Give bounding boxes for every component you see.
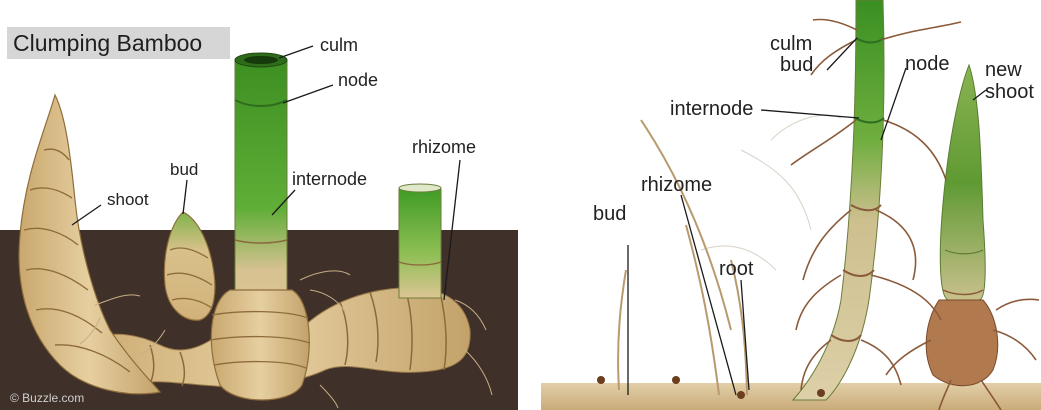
bamboo-anatomy-illustration: culm bud node new shoot internode rhizom… xyxy=(541,0,1041,410)
clumping-bamboo-illustration: Clumping Bamboo xyxy=(0,0,518,410)
label-root: root xyxy=(719,258,754,280)
label-culm: culm xyxy=(320,35,358,55)
label-rhizome: rhizome xyxy=(641,174,712,196)
watermark: © Buzzle.com xyxy=(10,391,84,405)
label-rhizome: rhizome xyxy=(412,137,476,157)
label-shoot: shoot xyxy=(985,81,1034,103)
label-node: node xyxy=(338,70,378,90)
title-box: Clumping Bamboo xyxy=(7,27,230,59)
label-internode: internode xyxy=(292,169,367,189)
label-node: node xyxy=(905,53,950,75)
bamboo-anatomy-diagram: culm bud node new shoot internode rhizom… xyxy=(541,0,1041,410)
rhizome-stump xyxy=(399,184,441,298)
label-bud: bud xyxy=(170,160,198,179)
diagram-title: Clumping Bamboo xyxy=(13,30,202,56)
label-bud: bud xyxy=(593,203,626,225)
label-shoot: shoot xyxy=(107,190,149,209)
label-bud-top: bud xyxy=(780,54,813,76)
label-culm: culm xyxy=(770,33,812,55)
label-internode: internode xyxy=(670,98,753,120)
ground xyxy=(541,383,1041,410)
clumping-bamboo-diagram: Clumping Bamboo xyxy=(0,0,518,410)
label-new: new xyxy=(985,59,1022,81)
